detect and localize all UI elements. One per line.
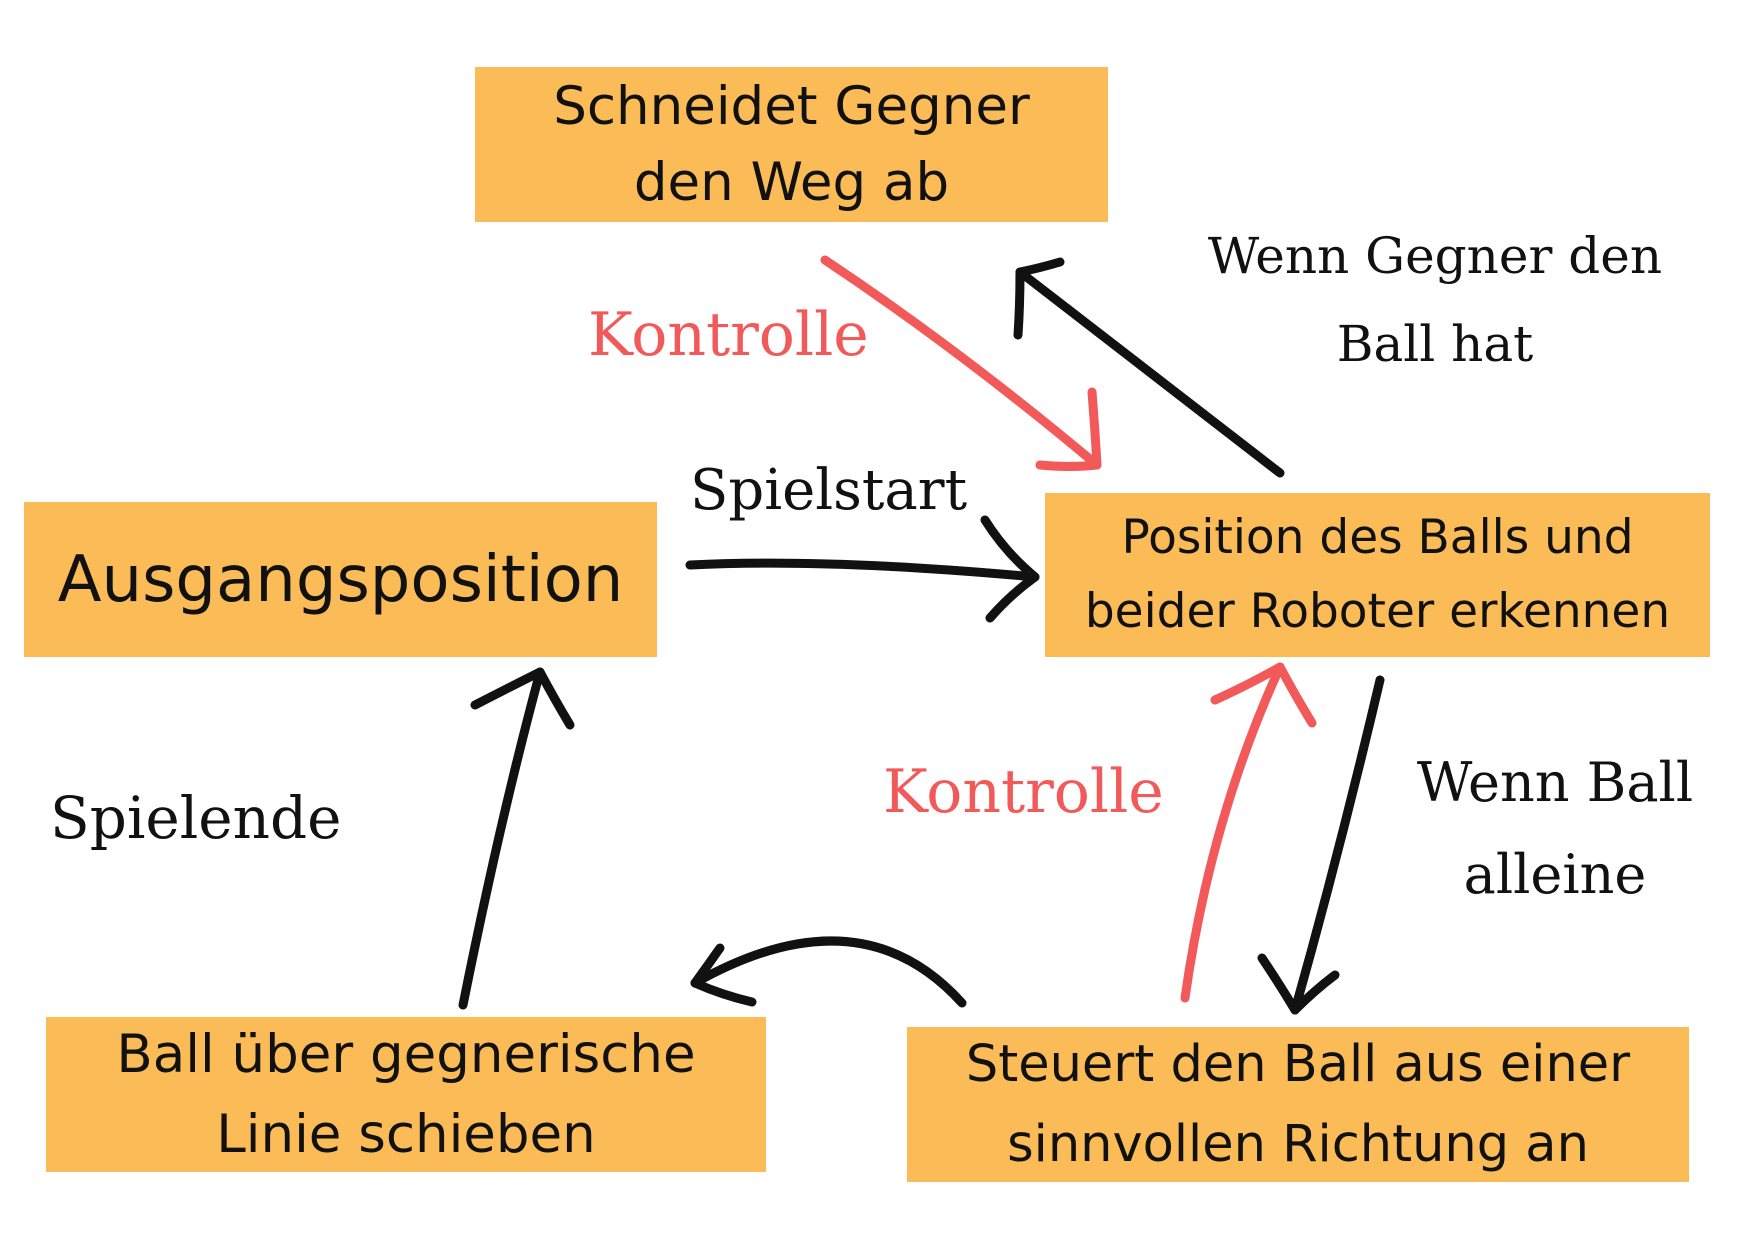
node-ball-linie-line2: Linie schieben — [216, 1103, 596, 1165]
node-schneidet-gegner: Schneidet Gegner den Weg ab — [475, 67, 1108, 222]
node-ball-ueber-linie: Ball über gegnerische Linie schieben — [46, 1017, 766, 1172]
node-ball-linie-line1: Ball über gegnerische — [116, 1023, 696, 1085]
node-position-line2: beider Roboter erkennen — [1084, 584, 1671, 639]
node-ausgang-line1: Ausgangsposition — [57, 542, 624, 617]
label-spielende: Spielende — [50, 784, 342, 852]
label-kontrolle-bottom: Kontrolle — [883, 757, 1164, 827]
label-alleine-line1: Wenn Ball — [1416, 751, 1694, 814]
arrow-spielende — [458, 667, 575, 1010]
label-gegner-line1: Wenn Gegner den — [1207, 227, 1663, 285]
node-steuert-line1: Steuert den Ball aus einer — [965, 1034, 1631, 1094]
label-wenn-ball-alleine: Wenn Ball alleine — [1405, 737, 1705, 921]
node-steuert-ball: Steuert den Ball aus einer sinnvollen Ri… — [907, 1027, 1689, 1182]
arrow-spielstart — [685, 515, 1040, 623]
node-schneidet-line2: den Weg ab — [633, 151, 950, 213]
arrow-steuert-to-linie — [690, 936, 967, 1008]
arrow-kontrolle-top — [820, 255, 1102, 471]
node-steuert-line2: sinnvollen Richtung an — [1007, 1114, 1589, 1174]
node-position-erkennen: Position des Balls und beider Roboter er… — [1045, 493, 1710, 657]
label-kontrolle-top: Kontrolle — [588, 300, 869, 370]
label-spielstart: Spielstart — [690, 458, 968, 523]
arrow-ball-alleine — [1257, 675, 1385, 1015]
node-schneidet-line1: Schneidet Gegner — [553, 75, 1030, 137]
label-wenn-gegner-ball: Wenn Gegner den Ball hat — [1205, 212, 1665, 388]
label-gegner-line2: Ball hat — [1336, 315, 1534, 373]
arrow-gegner-ball — [1013, 257, 1285, 478]
node-position-line1: Position des Balls und — [1121, 510, 1634, 565]
arrow-kontrolle-bottom — [1180, 662, 1317, 1003]
label-alleine-line2: alleine — [1463, 843, 1647, 906]
node-ausgangsposition: Ausgangsposition — [24, 502, 657, 657]
